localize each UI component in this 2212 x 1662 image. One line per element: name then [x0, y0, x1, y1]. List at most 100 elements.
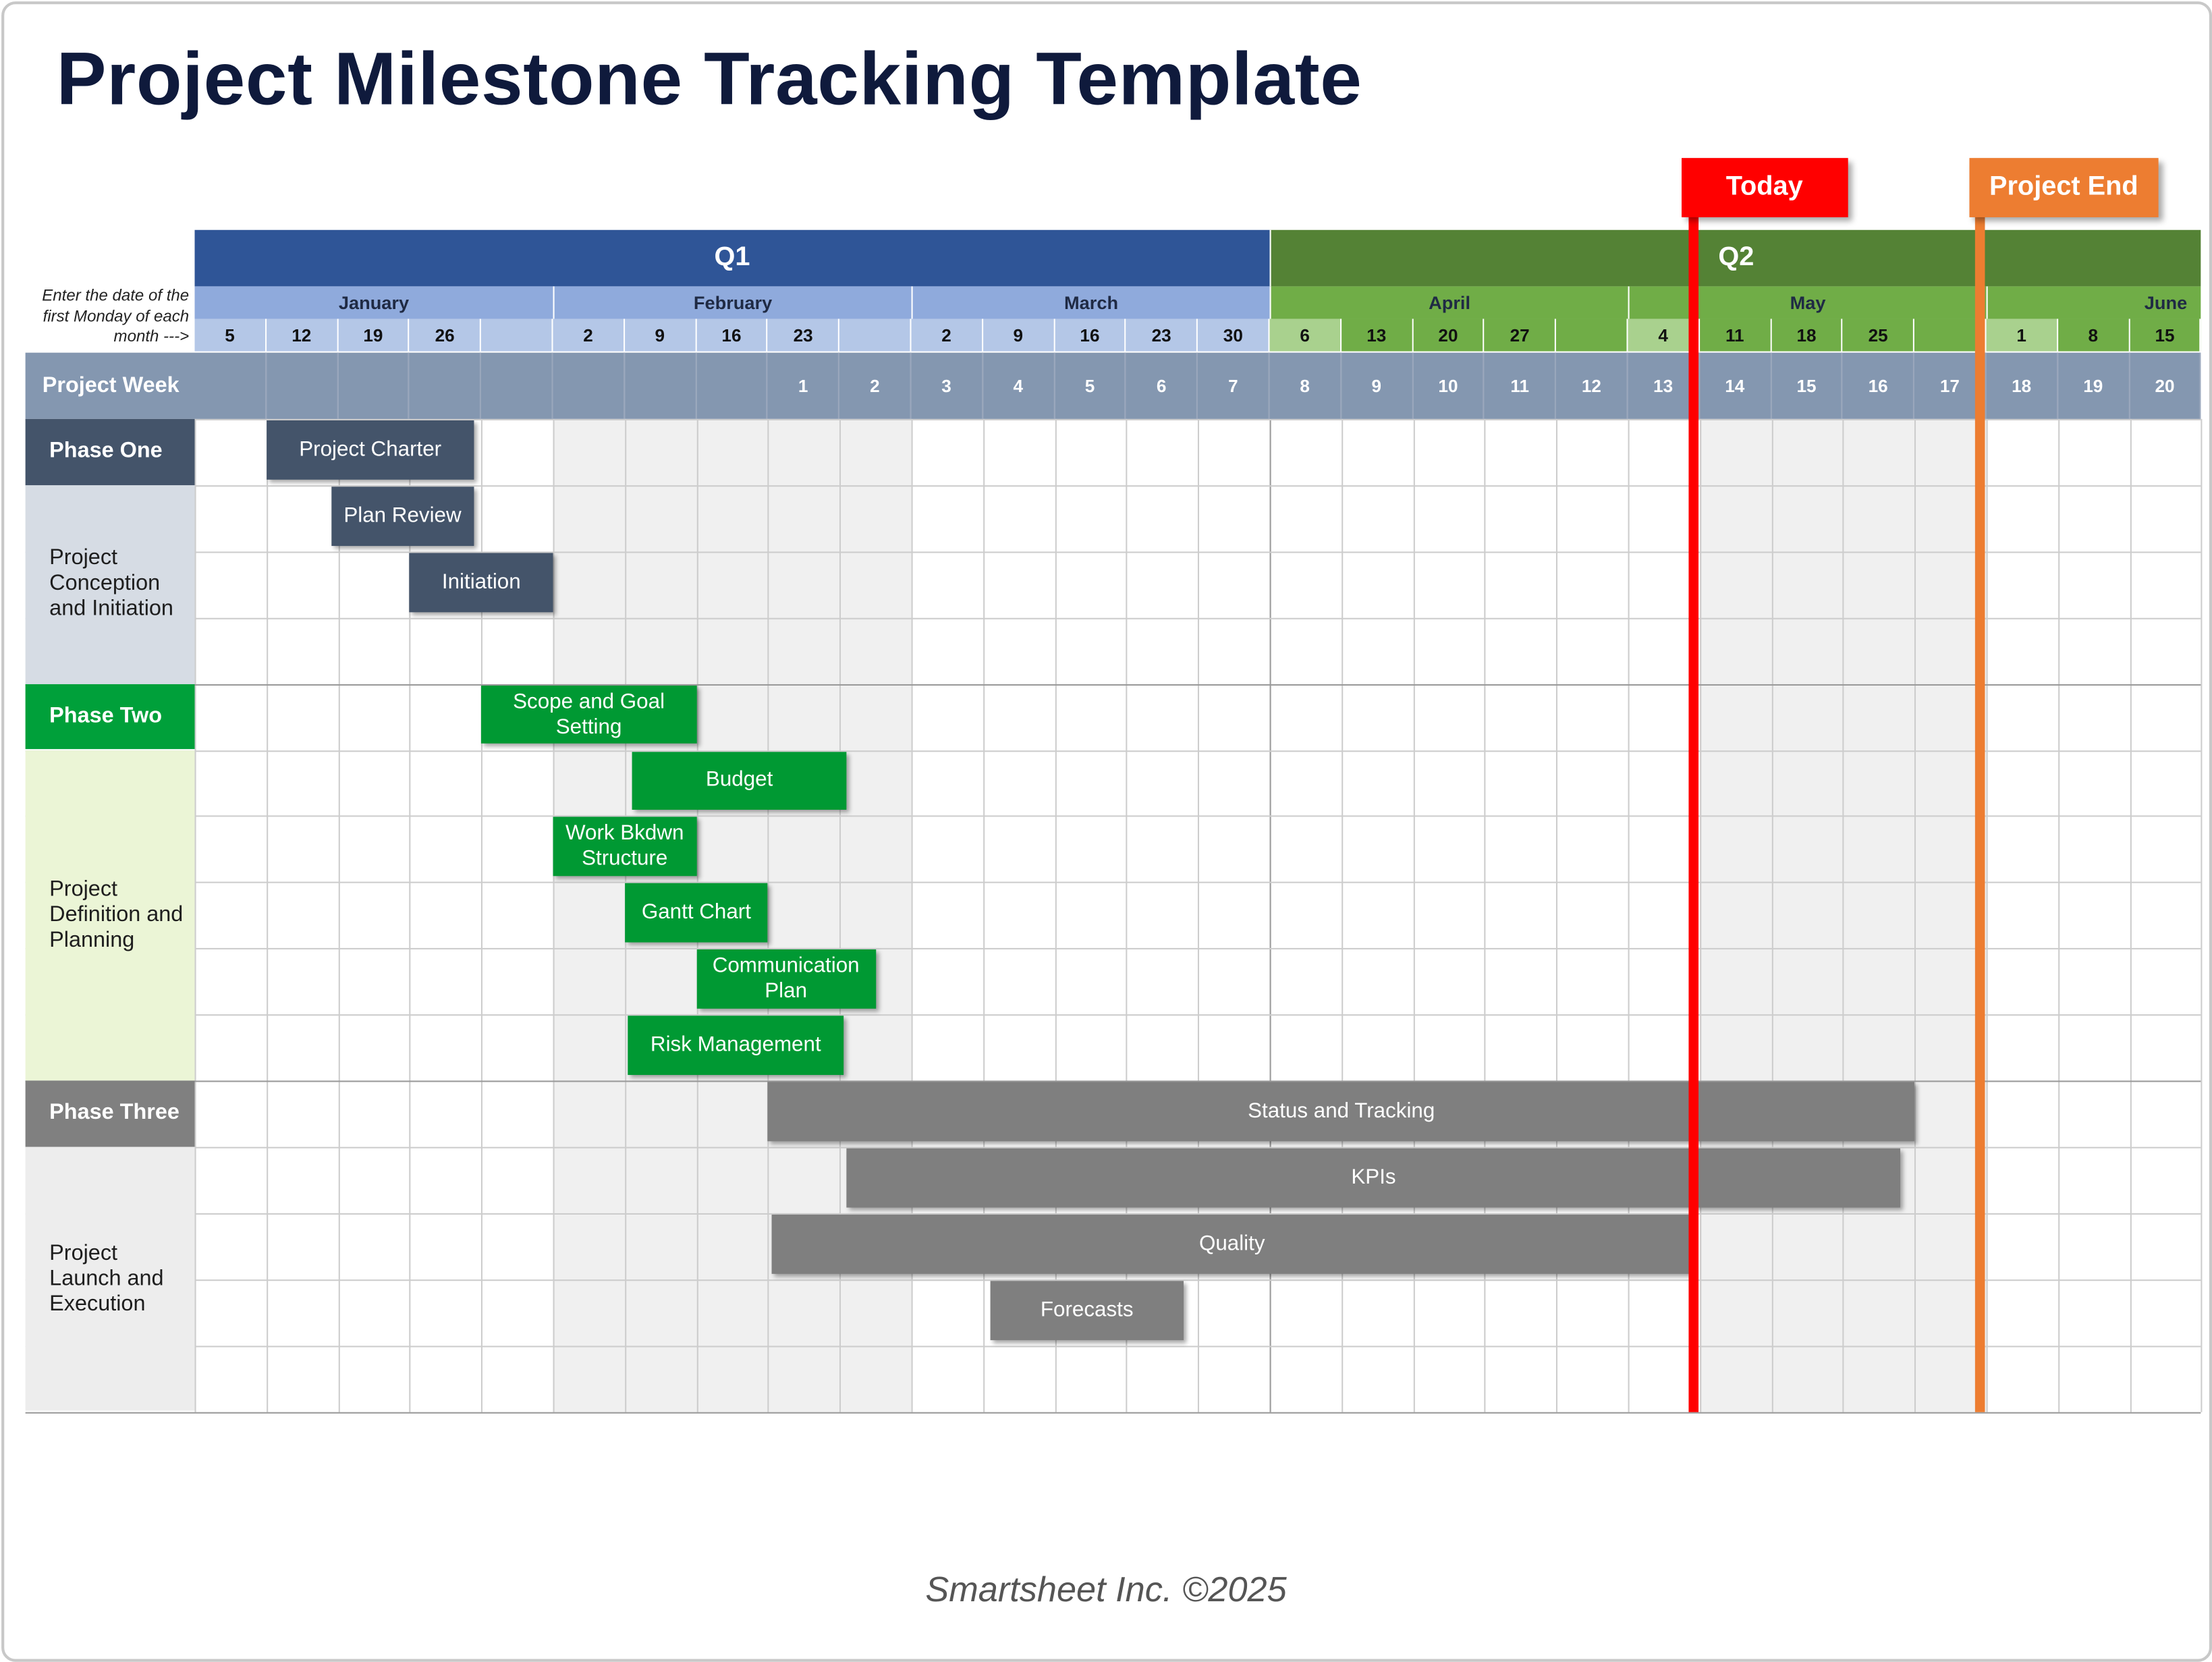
- date-cell[interactable]: 2: [553, 318, 625, 352]
- grid-vline: [1126, 418, 1128, 1412]
- month-may: May: [1628, 286, 1987, 319]
- grid-hline: [25, 684, 2202, 686]
- date-cell[interactable]: 19: [337, 318, 410, 352]
- date-cell[interactable]: 5: [194, 318, 267, 352]
- copyright-footer: Smartsheet Inc. ©2025: [925, 1570, 1287, 1610]
- date-cell[interactable]: 23: [1126, 318, 1198, 352]
- grid-hline: [25, 816, 2202, 818]
- task-bar-forecasts[interactable]: Forecasts: [990, 1280, 1184, 1340]
- date-cell[interactable]: 8: [2057, 318, 2130, 352]
- date-cell[interactable]: 6: [1269, 318, 1342, 352]
- project-week-cell: 4: [983, 352, 1055, 419]
- project-week-cell: [624, 352, 696, 419]
- month-june: June: [1986, 286, 2202, 319]
- task-bar-quality[interactable]: Quality: [771, 1214, 1693, 1274]
- date-cell[interactable]: 25: [1843, 318, 1915, 352]
- date-cell[interactable]: [839, 318, 912, 352]
- project-week-cell: [481, 352, 553, 419]
- page-title: Project Milestone Tracking Template: [56, 38, 1362, 121]
- grid-vline: [337, 418, 339, 1412]
- grid-vline: [410, 418, 412, 1412]
- project-end-marker-line: [1974, 211, 1985, 1412]
- month-april: April: [1269, 286, 1628, 319]
- date-cell[interactable]: 20: [1412, 318, 1485, 352]
- project-week-cell: 9: [1341, 352, 1413, 419]
- task-bar-communication-plan[interactable]: Communication Plan: [696, 949, 876, 1009]
- task-bar-scope-and-goal-setting[interactable]: Scope and Goal Setting: [481, 685, 696, 744]
- date-cell[interactable]: 12: [266, 318, 338, 352]
- grid-vline: [983, 418, 985, 1412]
- grid-hline: [25, 617, 2202, 619]
- project-week-cell: 15: [1771, 352, 1844, 419]
- grid-vline: [266, 418, 268, 1412]
- project-week-cell: [696, 352, 769, 419]
- date-cell[interactable]: 13: [1341, 318, 1413, 352]
- task-bar-initiation[interactable]: Initiation: [410, 553, 553, 612]
- task-bar-project-charter[interactable]: Project Charter: [266, 420, 474, 480]
- phase-header-3: Phase Three: [25, 1080, 195, 1147]
- date-cell[interactable]: 11: [1699, 318, 1771, 352]
- grid-vline: [768, 418, 770, 1412]
- month-march: March: [911, 286, 1270, 319]
- date-cell[interactable]: 9: [983, 318, 1055, 352]
- project-week-cell: [410, 352, 482, 419]
- grid-vline: [1843, 418, 1845, 1412]
- project-week-label: Project Week: [25, 352, 195, 419]
- grid-hline: [25, 1345, 2202, 1347]
- grid-vline: [1556, 418, 1558, 1412]
- project-week-cell: 10: [1412, 352, 1485, 419]
- date-cell[interactable]: 16: [1054, 318, 1127, 352]
- project-week-cell: 7: [1198, 352, 1270, 419]
- grid-hline: [25, 1411, 2202, 1413]
- grid-hline: [25, 1279, 2202, 1281]
- date-cell[interactable]: 1: [1986, 318, 2058, 352]
- project-week-cell: 13: [1628, 352, 1700, 419]
- date-cell[interactable]: 15: [2129, 318, 2202, 352]
- grid-vline: [553, 418, 555, 1412]
- phase-name-1: Project Conception and Initiation: [25, 484, 195, 684]
- grid-hline: [25, 948, 2202, 950]
- date-cell[interactable]: 4: [1628, 318, 1700, 352]
- task-bar-budget[interactable]: Budget: [632, 751, 847, 810]
- grid-vline: [1269, 418, 1271, 1412]
- grid-vline: [1771, 418, 1773, 1412]
- today-marker-line: [1688, 211, 1698, 1412]
- date-cell[interactable]: 27: [1485, 318, 1557, 352]
- grid-vline: [1341, 418, 1343, 1412]
- grid-vline: [2201, 418, 2203, 1412]
- grid-vline: [1054, 418, 1057, 1412]
- grid-hline: [25, 1014, 2202, 1016]
- project-week-cell: 17: [1914, 352, 1987, 419]
- grid-vline: [1412, 418, 1415, 1412]
- date-cell[interactable]: 26: [410, 318, 482, 352]
- phase-name-2: Project Definition and Planning: [25, 750, 195, 1081]
- task-bar-status-and-tracking[interactable]: Status and Tracking: [768, 1082, 1915, 1142]
- grid-hline: [25, 1080, 2202, 1082]
- date-cell[interactable]: 18: [1771, 318, 1844, 352]
- project-week-cell: 5: [1054, 352, 1127, 419]
- date-cell[interactable]: 30: [1198, 318, 1270, 352]
- task-bar-kpis[interactable]: KPIs: [846, 1148, 1901, 1208]
- date-cell[interactable]: 2: [911, 318, 983, 352]
- date-cell[interactable]: 16: [696, 318, 769, 352]
- task-bar-work-bkdwn-structure[interactable]: Work Bkdwn Structure: [553, 817, 696, 877]
- date-cell[interactable]: [481, 318, 553, 352]
- today-marker-label: Today: [1681, 158, 1848, 217]
- date-cell[interactable]: [1914, 318, 1987, 352]
- date-entry-hint: Enter the date of the first Monday of ea…: [42, 287, 190, 346]
- date-cell[interactable]: 9: [624, 318, 696, 352]
- project-week-cell: 18: [1986, 352, 2058, 419]
- grid-vline: [1986, 418, 1988, 1412]
- grid-vline: [1628, 418, 1630, 1412]
- grid-hline: [25, 1213, 2202, 1215]
- grid-vline: [194, 418, 196, 1412]
- date-cell[interactable]: [1556, 318, 1628, 352]
- date-cell[interactable]: 23: [768, 318, 840, 352]
- grid-vline: [1485, 418, 1487, 1412]
- month-february: February: [553, 286, 912, 319]
- task-bar-risk-management[interactable]: Risk Management: [628, 1016, 844, 1076]
- project-week-cell: 2: [839, 352, 912, 419]
- task-bar-gantt-chart[interactable]: Gantt Chart: [624, 883, 769, 943]
- project-week-cell: [337, 352, 410, 419]
- task-bar-plan-review[interactable]: Plan Review: [331, 487, 474, 546]
